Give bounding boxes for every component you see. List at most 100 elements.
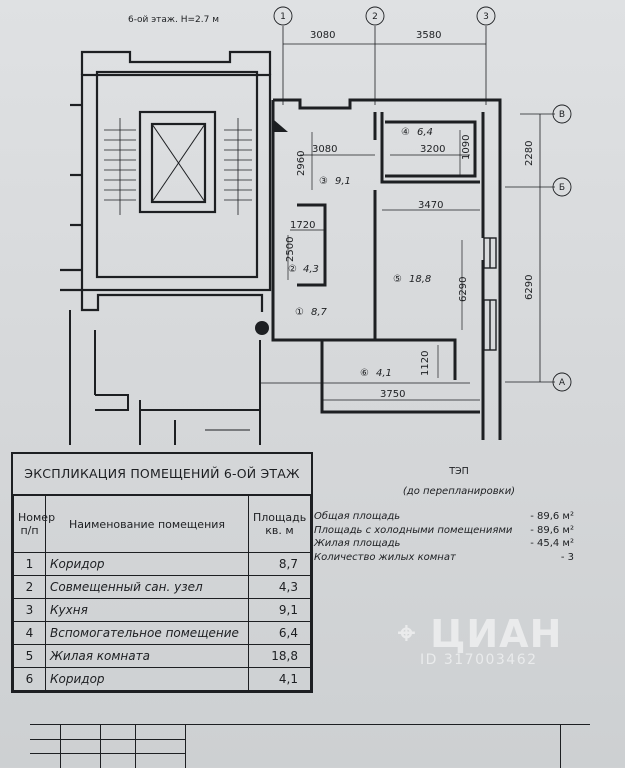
table-row: 3 Кухня 9,1 xyxy=(13,598,311,622)
stair-core xyxy=(60,50,272,312)
room-1-area: 8,7 xyxy=(311,307,328,318)
door-marker xyxy=(255,321,269,335)
room-2-number: ② xyxy=(288,264,297,275)
row-name: Жилая комната xyxy=(45,644,249,668)
row-area: 18,8 xyxy=(248,644,311,668)
row-number: 1 xyxy=(13,552,46,576)
row-name: Коридор xyxy=(45,667,249,691)
tep-row-label: Общая площадь xyxy=(314,511,401,522)
axis-bubbles xyxy=(273,6,572,392)
axis-label-3: 3 xyxy=(483,12,489,22)
dim-bath-width: 1720 xyxy=(290,220,315,231)
table-row: 2 Совмещенный сан. узел 4,3 xyxy=(13,575,311,599)
tep-row: Жилая площадь - 45,4 м² xyxy=(314,538,584,552)
stamp-divider xyxy=(100,725,101,768)
stamp-row-line xyxy=(30,739,185,740)
dim-kitchen-width: 3080 xyxy=(312,144,337,155)
dim-corridor2-height: 1120 xyxy=(420,351,431,376)
tep-row-value: - 45,4 м² xyxy=(530,538,574,549)
corner-marker xyxy=(274,120,288,132)
tep-title: ТЭП xyxy=(449,466,469,477)
room-4-area: 6,4 xyxy=(417,127,433,138)
tep-row: Количество жилых комнат - 3 xyxy=(314,552,584,566)
room-6-number: ⑥ xyxy=(360,368,369,379)
dim-top-left: 3080 xyxy=(310,30,335,41)
stamp-divider xyxy=(135,725,136,768)
dim-kitchen-height: 2960 xyxy=(296,151,307,176)
row-name: Коридор xyxy=(45,552,249,576)
explication-table: ЭКСПЛИКАЦИЯ ПОМЕЩЕНИЙ 6-ОЙ ЭТАЖ Номер п/… xyxy=(11,452,313,693)
row-name: Совмещенный сан. узел xyxy=(45,575,249,599)
table-row: 1 Коридор 8,7 xyxy=(13,552,311,576)
tep-row-label: Площадь с холодными помещениями xyxy=(314,524,513,536)
row-area: 6,4 xyxy=(248,621,311,645)
axis-label-1: 1 xyxy=(280,12,286,22)
dim-living-width: 3470 xyxy=(418,200,443,211)
location-pin-icon: ⌖ xyxy=(398,616,416,651)
tep-summary: ТЭП (до перепланировки) Общая площадь - … xyxy=(314,466,584,565)
explication-header-row: Номер п/п Наименование помещения Площадь… xyxy=(13,495,311,553)
cian-logo: ⌖ ЦИАН xyxy=(398,612,562,656)
tep-rows: Общая площадь - 89,6 м² Площадь с холодн… xyxy=(314,511,584,565)
dim-corridor2-width: 3750 xyxy=(380,389,405,400)
header-name: Наименование помещения xyxy=(45,495,249,553)
tep-row-label: Жилая площадь xyxy=(314,538,401,549)
header-number: Номер п/п xyxy=(13,495,55,553)
header-area: Площадь кв. м xyxy=(248,495,311,553)
row-number: 2 xyxy=(13,575,46,599)
floor-header: 6-ой этаж. H=2.7 м xyxy=(128,15,219,25)
tep-row: Площадь с холодными помещениями - 89,6 м… xyxy=(314,525,584,539)
dim-right-ba: 6290 xyxy=(524,275,535,300)
table-row: 5 Жилая комната 18,8 xyxy=(13,644,311,668)
tep-row-label: Количество жилых комнат xyxy=(314,551,456,563)
table-row: 6 Коридор 4,1 xyxy=(13,667,311,691)
explication-grid: Номер п/п Наименование помещения Площадь… xyxy=(13,495,311,691)
row-area: 9,1 xyxy=(248,598,311,622)
tep-row-value: - 3 xyxy=(560,551,574,563)
axis-label-a: А xyxy=(559,378,566,388)
row-number: 5 xyxy=(13,644,46,668)
dim-aux-width: 3200 xyxy=(420,144,445,155)
table-row: 4 Вспомогательное помещение 6,4 xyxy=(13,621,311,645)
room-6-area: 4,1 xyxy=(376,368,392,379)
room-2-area: 4,3 xyxy=(303,264,319,275)
row-name: Вспомогательное помещение xyxy=(45,621,249,645)
row-number: 3 xyxy=(13,598,46,622)
dimension-lines xyxy=(287,130,480,401)
room-5-number: ⑤ xyxy=(393,274,402,285)
room-1-number: ① xyxy=(295,307,304,318)
room-3-number: ③ xyxy=(319,176,328,187)
row-area: 4,3 xyxy=(248,575,311,599)
row-area: 8,7 xyxy=(248,552,311,576)
dim-right-vb: 2280 xyxy=(524,141,535,166)
dim-bath-height: 2500 xyxy=(285,237,296,262)
apartment-walls xyxy=(271,98,502,440)
axis-label-2: 2 xyxy=(372,12,378,22)
room-4-number: ④ xyxy=(401,127,410,138)
stamp-divider xyxy=(185,725,186,768)
axis-grid xyxy=(260,26,555,384)
tep-row: Общая площадь - 89,6 м² xyxy=(314,511,584,525)
dim-top-right: 3580 xyxy=(416,30,441,41)
windows xyxy=(483,237,497,351)
row-name: Кухня xyxy=(45,598,249,622)
floor-plan-drawing: 1 2 3 В Б А 6-ой этаж. H=2.7 м 3080 3580… xyxy=(60,6,572,445)
stamp-divider xyxy=(560,725,561,768)
cian-watermark: ⌖ ЦИАН ID 317003462 xyxy=(398,612,562,668)
axis-label-v: В xyxy=(559,110,565,120)
tep-row-value: - 89,6 м² xyxy=(530,524,574,536)
room-5-area: 18,8 xyxy=(409,274,431,285)
explication-title: ЭКСПЛИКАЦИЯ ПОМЕЩЕНИЙ 6-ОЙ ЭТАЖ xyxy=(13,454,311,495)
stair-treads xyxy=(104,118,252,215)
dim-aux-height: 1090 xyxy=(461,135,472,160)
tep-row-value: - 89,6 м² xyxy=(530,511,574,522)
listing-id: ID 317003462 xyxy=(420,652,538,668)
row-area: 4,1 xyxy=(248,667,311,691)
dim-living-height: 6290 xyxy=(458,277,469,302)
stamp-row-line xyxy=(30,753,185,754)
lower-corridor xyxy=(69,310,261,445)
axis-label-b: Б xyxy=(559,183,565,193)
room-3-area: 9,1 xyxy=(335,176,351,187)
tep-subtitle: (до перепланировки) xyxy=(402,486,516,497)
